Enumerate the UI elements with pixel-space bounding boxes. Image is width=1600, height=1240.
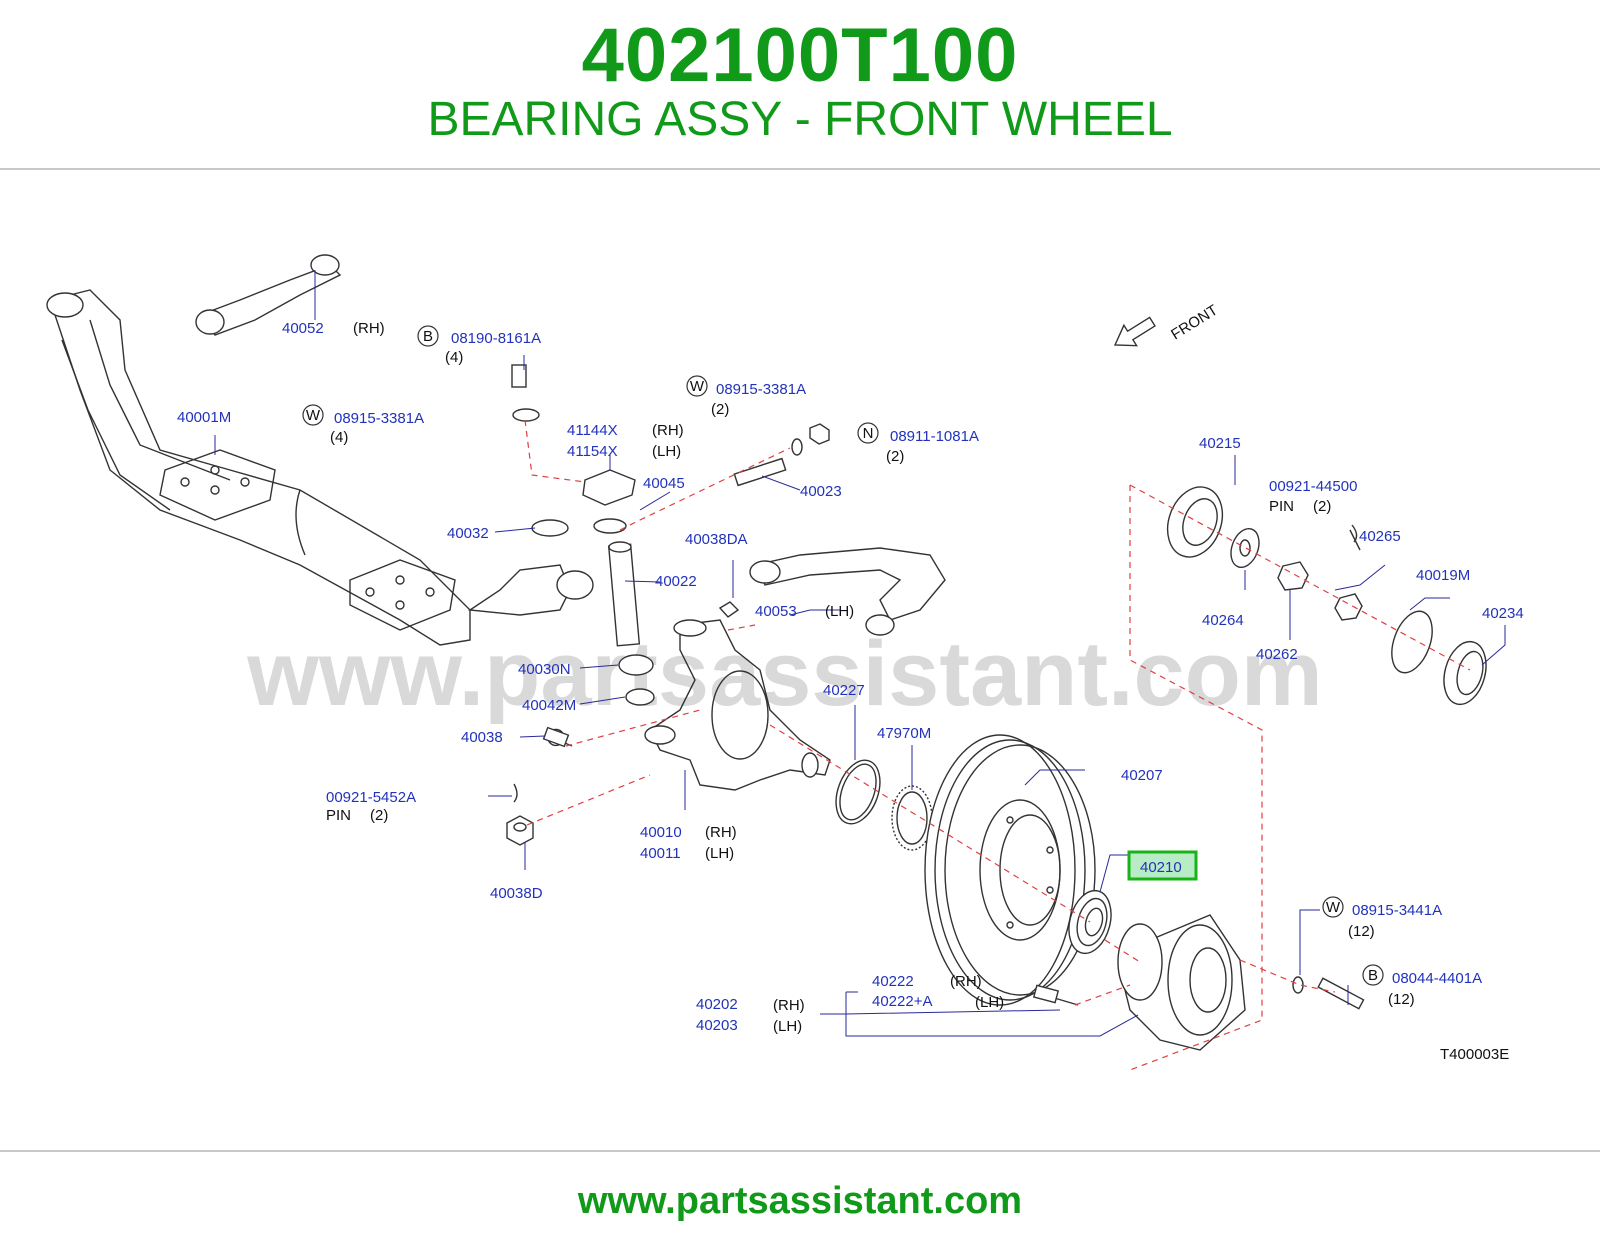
label-40202[interactable]: 40202: [696, 996, 738, 1013]
label-40222A[interactable]: 40222+A: [872, 993, 932, 1010]
nut-symbol-icon: N: [857, 422, 879, 444]
label-41144X-side: (RH): [652, 422, 684, 439]
steering-arm-drawing: [195, 254, 342, 336]
label-40022[interactable]: 40022: [655, 573, 697, 590]
label-40262[interactable]: 40262: [1256, 646, 1298, 663]
label-40045[interactable]: 40045: [643, 475, 685, 492]
parts-diagram: www.partsassistant.com: [46, 254, 1524, 1071]
label-40038D[interactable]: 40038D: [490, 885, 543, 902]
label-40032[interactable]: 40032: [447, 525, 489, 542]
label-40010-side: (RH): [705, 824, 737, 841]
label-00921-5452A[interactable]: 00921-5452A: [326, 789, 416, 806]
label-41154X-side: (LH): [652, 443, 681, 460]
label-40010[interactable]: 40010: [640, 824, 682, 841]
label-40052-side: (RH): [353, 320, 385, 337]
label-pin-a: PIN: [326, 807, 351, 824]
axle-beam-drawing: [46, 289, 594, 646]
label-40227[interactable]: 40227: [823, 682, 865, 699]
label-40222-side: (RH): [950, 973, 982, 990]
label-08915-3381A-b[interactable]: 08915-3381A: [716, 381, 806, 398]
label-40234[interactable]: 40234: [1482, 605, 1524, 622]
label-41144X[interactable]: 41144X: [567, 422, 618, 439]
label-40210[interactable]: 40210: [1140, 859, 1182, 876]
rings-drawing: [835, 759, 933, 851]
label-40030N[interactable]: 40030N: [518, 661, 571, 678]
part-title: BEARING ASSY - FRONT WHEEL: [427, 93, 1173, 146]
label-pin-b-qty: (2): [1313, 498, 1331, 515]
label-40203-side: (LH): [773, 1018, 802, 1035]
label-08190-8161A[interactable]: 08190-8161A: [451, 330, 541, 347]
label-41154X[interactable]: 41154X: [567, 443, 618, 460]
label-40011[interactable]: 40011: [640, 845, 681, 862]
header: 402100T100 BEARING ASSY - FRONT WHEEL: [0, 0, 1600, 170]
wheel-hub-drawing: [1032, 914, 1365, 1051]
watermark: www.partsassistant.com: [246, 623, 1322, 725]
label-08915-3441A[interactable]: 08915-3441A: [1352, 902, 1442, 919]
washer-symbol-icon: W: [686, 375, 708, 397]
label-40001M[interactable]: 40001M: [177, 409, 231, 426]
label-00921-44500[interactable]: 00921-44500: [1269, 478, 1357, 495]
label-40265[interactable]: 40265: [1359, 528, 1401, 545]
bolt-symbol-icon: B: [1362, 964, 1384, 986]
label-40053-side: (LH): [825, 603, 854, 620]
footer-url[interactable]: www.partsassistant.com: [577, 1180, 1023, 1222]
label-40038DA[interactable]: 40038DA: [685, 531, 748, 548]
part-number: 402100T100: [581, 13, 1019, 98]
svg-text:B: B: [423, 328, 433, 345]
label-08915-b-qty: (2): [711, 401, 729, 418]
assembly-lines: [524, 419, 1471, 1071]
label-08044-4401A[interactable]: 08044-4401A: [1392, 970, 1482, 987]
label-40264[interactable]: 40264: [1202, 612, 1244, 629]
label-08911-1081A[interactable]: 08911-1081A: [890, 428, 979, 445]
label-40207[interactable]: 40207: [1121, 767, 1163, 784]
label-40019M[interactable]: 40019M: [1416, 567, 1470, 584]
label-40215[interactable]: 40215: [1199, 435, 1241, 452]
svg-text:W: W: [1326, 899, 1341, 916]
label-08915-a-qty: (4): [330, 429, 348, 446]
knuckle-arm-drawing: [749, 547, 946, 636]
washer-symbol-icon: W: [302, 404, 324, 426]
label-40202-side: (RH): [773, 997, 805, 1014]
label-08190-qty: (4): [445, 349, 463, 366]
label-47970M[interactable]: 47970M: [877, 725, 931, 742]
bolt-symbol-icon: B: [417, 325, 439, 347]
label-08915-c-qty: (12): [1348, 923, 1375, 940]
label-pin-a-qty: (2): [370, 807, 388, 824]
svg-text:B: B: [1368, 967, 1378, 984]
label-40222[interactable]: 40222: [872, 973, 914, 990]
label-08044-qty: (12): [1388, 991, 1415, 1008]
leader-lines: [214, 270, 1506, 1037]
label-08911-qty: (2): [886, 448, 904, 465]
steering-knuckle-drawing: [644, 619, 831, 791]
front-label: FRONT: [1168, 302, 1221, 344]
label-40222A-side: (LH): [975, 994, 1004, 1011]
label-40023[interactable]: 40023: [800, 483, 842, 500]
header-divider: [0, 168, 1600, 170]
label-40038[interactable]: 40038: [461, 729, 503, 746]
label-08915-3381A-a[interactable]: 08915-3381A: [334, 410, 424, 427]
label-40203[interactable]: 40203: [696, 1017, 738, 1034]
label-pin-b: PIN: [1269, 498, 1294, 515]
svg-text:N: N: [863, 425, 874, 442]
highlight-box: [1127, 850, 1198, 881]
label-40053[interactable]: 40053: [755, 603, 797, 620]
washer-symbol-icon: W: [1322, 896, 1344, 918]
label-40011-side: (LH): [705, 845, 734, 862]
footer-divider: [0, 1150, 1600, 1152]
label-40052[interactable]: 40052: [282, 320, 324, 337]
label-40042M[interactable]: 40042M: [522, 697, 576, 714]
front-arrow-icon: [1113, 316, 1156, 347]
king-pin-drawing: [607, 541, 641, 647]
svg-text:W: W: [306, 407, 321, 424]
brake-disc-drawing: [924, 734, 1096, 1006]
svg-text:W: W: [690, 378, 705, 395]
hub-cap-group-drawing: [1166, 486, 1487, 706]
diagram-code: T400003E: [1440, 1046, 1509, 1063]
